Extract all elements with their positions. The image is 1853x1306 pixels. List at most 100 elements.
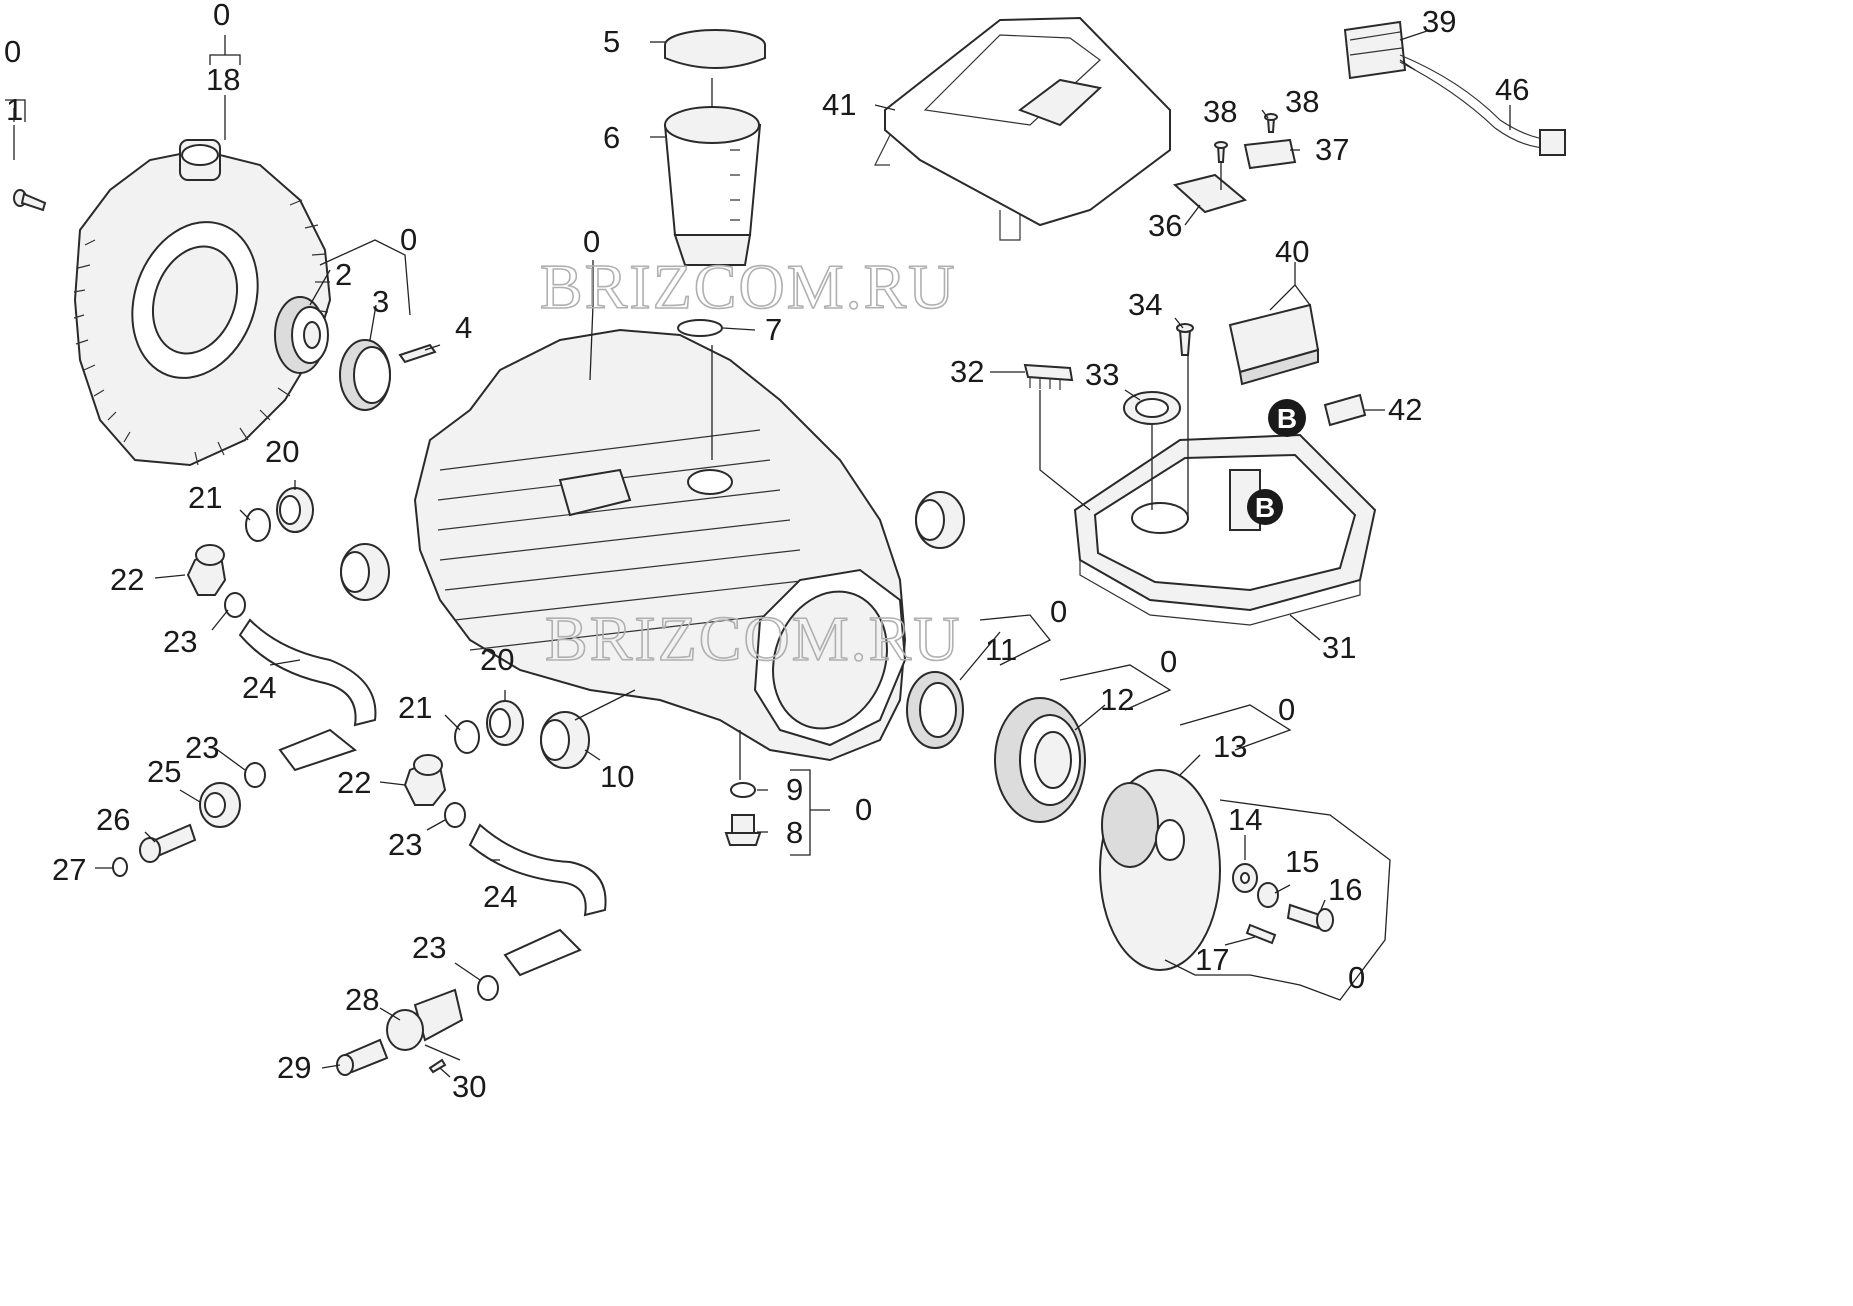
callout-22-lower: 22 <box>337 765 371 800</box>
callout-14: 14 <box>1228 802 1262 837</box>
callout-24-lower: 24 <box>483 879 517 914</box>
seal-part-11[interactable] <box>906 671 964 749</box>
callout-10: 10 <box>600 759 634 794</box>
callout-3: 3 <box>372 284 389 319</box>
key-part-4[interactable] <box>398 343 437 364</box>
callout-1: 1 <box>6 92 23 127</box>
callout-22-upper: 22 <box>110 562 144 597</box>
callout-23-d: 23 <box>412 930 446 965</box>
elbow-fitting-part-22b[interactable] <box>403 754 447 806</box>
bearing-part-2[interactable] <box>274 296 329 374</box>
leader-lines <box>5 29 1511 1078</box>
callout-13: 13 <box>1213 729 1247 764</box>
callout-23-b: 23 <box>185 730 219 765</box>
callout-33: 33 <box>1085 357 1119 392</box>
bearing-part-12[interactable] <box>994 697 1086 823</box>
callout-12: 12 <box>1100 682 1134 717</box>
callout-0-drain: 0 <box>855 792 872 827</box>
key-part-17[interactable] <box>1245 923 1277 945</box>
grommet-part-33[interactable] <box>1123 391 1181 425</box>
callout-15: 15 <box>1285 844 1319 879</box>
terminal-block-part-42[interactable] <box>1323 393 1367 427</box>
watermark-top: BRIZCOM.RU <box>540 251 957 322</box>
callout-20-upper: 20 <box>265 434 299 469</box>
sleeve-part-10b[interactable] <box>340 543 390 601</box>
hose-clamp-part-23d[interactable] <box>477 975 499 1001</box>
o-ring-part-27[interactable] <box>112 857 128 877</box>
callout-20-lower: 20 <box>480 642 514 677</box>
lock-washer-part-15[interactable] <box>1257 882 1279 908</box>
hose-clamp-part-23b[interactable] <box>244 762 266 788</box>
reservoir-part-6[interactable] <box>663 106 762 266</box>
spring-ring-part-21b[interactable] <box>454 720 480 754</box>
screw-part-38b[interactable] <box>1264 113 1278 133</box>
terminal-part-37[interactable] <box>1243 138 1297 170</box>
callout-24-upper: 24 <box>242 670 276 705</box>
callout-18: 18 <box>206 62 240 97</box>
screw-part-34[interactable] <box>1176 323 1194 356</box>
circuit-board-part-40[interactable] <box>1228 303 1320 386</box>
callout-0-set: 0 <box>1348 960 1365 995</box>
fitting-part-28[interactable] <box>386 988 464 1051</box>
electrical-box-part-31[interactable] <box>1073 433 1377 626</box>
strainer-part-29[interactable] <box>336 1038 389 1076</box>
callout-41: 41 <box>822 87 856 122</box>
callout-21-lower: 21 <box>398 690 432 725</box>
callout-5: 5 <box>603 24 620 59</box>
sleeve-part-10c[interactable] <box>915 491 965 549</box>
svg-text:B: B <box>1255 492 1275 523</box>
callout-25: 25 <box>147 754 181 789</box>
pump-housing-part[interactable] <box>413 328 907 762</box>
marker-b-box: B <box>1247 489 1283 525</box>
callout-0-screw: 0 <box>4 34 21 69</box>
callout-9: 9 <box>786 772 803 807</box>
hose-part-24a[interactable] <box>238 618 377 772</box>
cable-part-46[interactable] <box>1399 54 1566 156</box>
drain-plug-part-8[interactable] <box>724 814 762 846</box>
callout-32: 32 <box>950 354 984 389</box>
sleeve-part-20b[interactable] <box>486 700 524 746</box>
callout-17: 17 <box>1195 942 1229 977</box>
nut-part-25[interactable] <box>199 782 241 828</box>
motor-flange-part[interactable] <box>73 139 332 467</box>
hose-clamp-part-23a[interactable] <box>224 592 246 618</box>
callout-34: 34 <box>1128 287 1162 322</box>
svg-text:B: B <box>1277 403 1297 434</box>
callout-4: 4 <box>455 310 472 345</box>
screw-part-1[interactable] <box>13 189 47 212</box>
screw-part-16[interactable] <box>1286 903 1334 932</box>
elbow-fitting-part-22[interactable] <box>186 544 227 596</box>
screw-part-38a[interactable] <box>1214 141 1228 163</box>
cap-part-5[interactable] <box>664 29 766 69</box>
callout-42: 42 <box>1388 392 1422 427</box>
plate-part-36[interactable] <box>1172 173 1248 214</box>
callout-36: 36 <box>1148 208 1182 243</box>
o-ring-part-9[interactable] <box>730 782 756 798</box>
nipple-part-26[interactable] <box>139 823 197 863</box>
spring-ring-part-21[interactable] <box>245 508 271 542</box>
washer-part-14[interactable] <box>1232 863 1258 893</box>
sleeve-part-10[interactable] <box>540 711 590 769</box>
callout-0-seal: 0 <box>1050 594 1067 629</box>
swash-plate-part-13[interactable] <box>1099 769 1221 971</box>
callout-16: 16 <box>1328 872 1362 907</box>
bracket-part-32[interactable] <box>1023 363 1074 390</box>
cover-part-41[interactable] <box>874 16 1171 241</box>
contactor-part-39[interactable] <box>1343 20 1407 80</box>
ring-part-3[interactable] <box>339 339 391 411</box>
callout-8: 8 <box>786 815 803 850</box>
screw-part-30[interactable] <box>428 1058 447 1074</box>
callout-46: 46 <box>1495 72 1529 107</box>
callout-labels: 0 1 0 18 0 2 3 4 5 6 0 7 9 8 0 10 0 11 0… <box>4 0 1529 1104</box>
callout-29: 29 <box>277 1050 311 1085</box>
o-ring-part-7[interactable] <box>677 319 723 337</box>
hose-part-24b[interactable] <box>468 823 607 977</box>
callout-11: 11 <box>985 632 1017 667</box>
callout-7: 7 <box>765 312 782 347</box>
hose-clamp-part-23c[interactable] <box>444 802 466 828</box>
callout-0-bearing: 0 <box>400 222 417 257</box>
callout-37: 37 <box>1315 132 1349 167</box>
callout-31: 31 <box>1322 630 1356 665</box>
sleeve-part-20[interactable] <box>276 487 314 533</box>
